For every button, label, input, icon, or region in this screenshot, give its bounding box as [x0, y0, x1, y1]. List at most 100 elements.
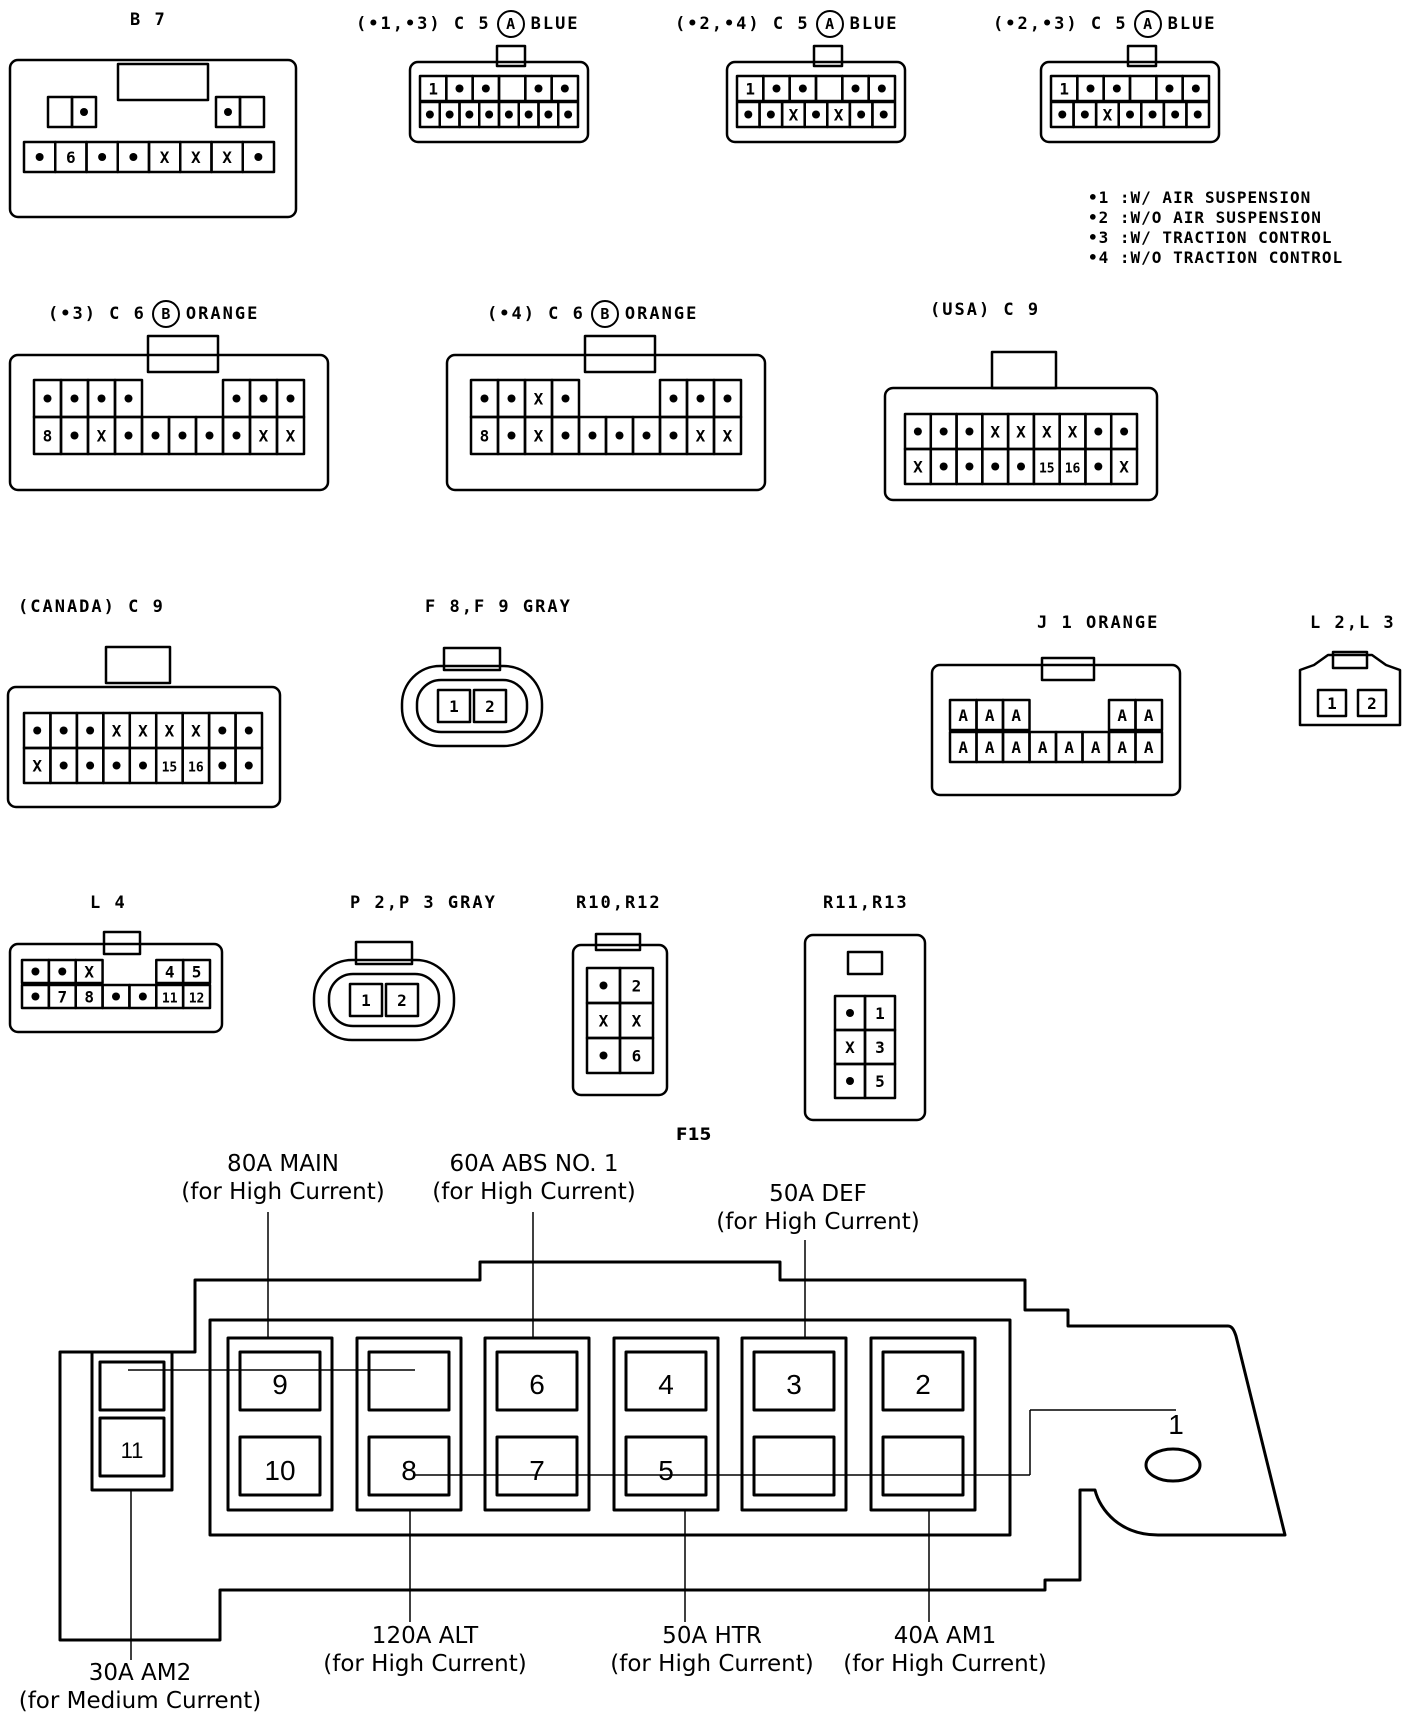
connector-c5a3-pin-label: 1	[1059, 80, 1069, 99]
connector-l4-pin-label: 7	[57, 988, 67, 1007]
connector-l4-cell	[181, 958, 212, 985]
connector-c5a1-pin-dot	[445, 110, 454, 119]
connector-p23-pin-label: 2	[397, 991, 407, 1010]
connector-l4-pin-label: 12	[189, 992, 205, 1007]
connector-c9can-pin-dot	[244, 726, 253, 735]
fuse-number-bottom: 10	[264, 1455, 295, 1486]
connector-b7-cell	[46, 95, 74, 129]
fuse-number-top: 6	[529, 1369, 545, 1400]
fuse-cell-top	[367, 1350, 451, 1412]
connector-c9can-pin-dot	[86, 761, 95, 770]
fuse-label-am1: 40A AM1(for High Current)	[843, 1623, 1047, 1677]
connector-c5a2-cell	[871, 100, 897, 129]
connector-c9usa-pin-label: X	[1042, 423, 1052, 442]
fuse-cell-bottom	[495, 1435, 579, 1497]
connector-lock-tab	[102, 930, 142, 956]
connector-housing	[803, 933, 927, 1122]
connector-c6b2-pin-dot	[561, 431, 570, 440]
connector-j1-cell	[1001, 698, 1031, 732]
connector-c6b1-pin-label: 8	[43, 427, 53, 446]
connector-c5a1-pin-dot	[485, 110, 494, 119]
connector-c6b2-pin-dot	[615, 431, 624, 440]
connector-c5a3-cell	[1128, 74, 1158, 103]
fuse-number-top: 9	[272, 1369, 288, 1400]
connector-c6b1-pin-dot	[151, 431, 160, 440]
notes-legend: •1 :W/ AIR SUSPENSION•2 :W/O AIR SUSPENS…	[1088, 188, 1343, 268]
connector-f89-cell	[436, 688, 472, 724]
connector-j1-pin-label: A	[985, 706, 995, 725]
connector-c9can-pin-label: 15	[162, 761, 178, 776]
connector-b7-pin-label: X	[222, 148, 232, 167]
connector-l4-cell	[181, 983, 212, 1010]
fuse-number-left: 11	[121, 1438, 144, 1463]
connector-c5a2-pin-label: 1	[745, 80, 755, 99]
connector-c5a3-pin-label: X	[1103, 106, 1113, 125]
connector-c5a2-cell	[814, 74, 844, 103]
connector-c9can-cell	[234, 746, 264, 785]
connector-j1-pin-label: A	[1144, 738, 1154, 757]
note-2: •2 :W/O AIR SUSPENSION	[1088, 208, 1322, 227]
connector-l4-pin-label: 5	[192, 963, 202, 982]
fuse-label-htr: 50A HTR(for High Current)	[610, 1623, 814, 1677]
connector-label-p23: P 2,P 3 GRAY	[350, 893, 497, 913]
connector-c9usa-pin-dot	[965, 427, 974, 436]
connector-f89-cell	[472, 688, 508, 724]
connector-c9can-pin-dot	[59, 726, 68, 735]
connector-c5a2-pin-dot	[851, 84, 860, 93]
fuse-block-mount-hole	[1144, 1447, 1202, 1483]
connector-c5a3-pin-dot	[1191, 84, 1200, 93]
connector-c5a3: 1X	[1039, 44, 1221, 144]
connector-b7-pin-dot	[98, 153, 107, 161]
connector-c6b2-pin-dot	[480, 394, 489, 403]
connector-c6b2-pin-dot	[561, 394, 570, 403]
connector-shroud	[415, 678, 529, 734]
connector-c6b1-pin-dot	[232, 431, 241, 440]
connector-c5a1-pin-dot	[504, 110, 513, 119]
connector-c5a2-pin-dot	[798, 84, 807, 93]
fuse-cell-top	[624, 1350, 708, 1412]
connector-c9usa-pin-dot	[913, 427, 922, 436]
connector-c5a3-pin-dot	[1080, 110, 1089, 119]
connector-c6b1-pin-dot	[259, 394, 268, 403]
connector-p23-cell	[384, 982, 420, 1018]
connector-l23-pin-label: 2	[1367, 694, 1377, 713]
fuse-label-main: 80A MAIN(for High Current)	[181, 1151, 385, 1205]
fuse-socket-left	[90, 1350, 174, 1492]
fuse-socket	[869, 1336, 977, 1512]
connector-c5a1-cell	[557, 100, 580, 129]
fuse-cell-left-bottom	[98, 1416, 166, 1478]
connector-c9can-pin-label: 16	[188, 761, 204, 776]
connector-c9can-pin-dot	[59, 761, 68, 770]
connector-b7-pin-label: X	[191, 148, 201, 167]
connector-housing	[8, 58, 298, 219]
connector-f89-pin-label: 1	[449, 697, 459, 716]
fuse-cell-bottom	[881, 1435, 965, 1497]
connector-c6b1-pin-dot	[178, 431, 187, 440]
connector-c6b2-pin-dot	[669, 431, 678, 440]
connector-label-c9usa: (USA) C 9	[930, 300, 1041, 320]
note-1: •1 :W/ AIR SUSPENSION	[1088, 188, 1312, 207]
fuse-number-bottom: 8	[401, 1455, 417, 1486]
connector-b7-pin-dot	[129, 153, 138, 161]
connector-c5a2-pin-dot	[812, 110, 820, 119]
connector-r1012-cell	[618, 1036, 655, 1075]
connector-c9usa-pin-label: 15	[1039, 462, 1055, 477]
connector-c5a1-pin-dot	[544, 110, 553, 119]
connector-c9can-pin-dot	[218, 726, 227, 735]
fuse-block-housing	[58, 1260, 1287, 1642]
connector-c9can-pin-dot	[86, 726, 95, 735]
connector-lock-tab	[1126, 44, 1158, 68]
connector-j1-pin-label: A	[1038, 738, 1048, 757]
fuse-cell-bottom	[367, 1435, 451, 1497]
connector-label-l4: L 4	[90, 893, 127, 913]
connector-c6b2-pin-label: X	[723, 427, 733, 446]
connector-r1113-pin-dot	[846, 1009, 854, 1017]
connector-b7-cell	[70, 95, 98, 129]
connector-c9usa-pin-dot	[939, 427, 948, 436]
